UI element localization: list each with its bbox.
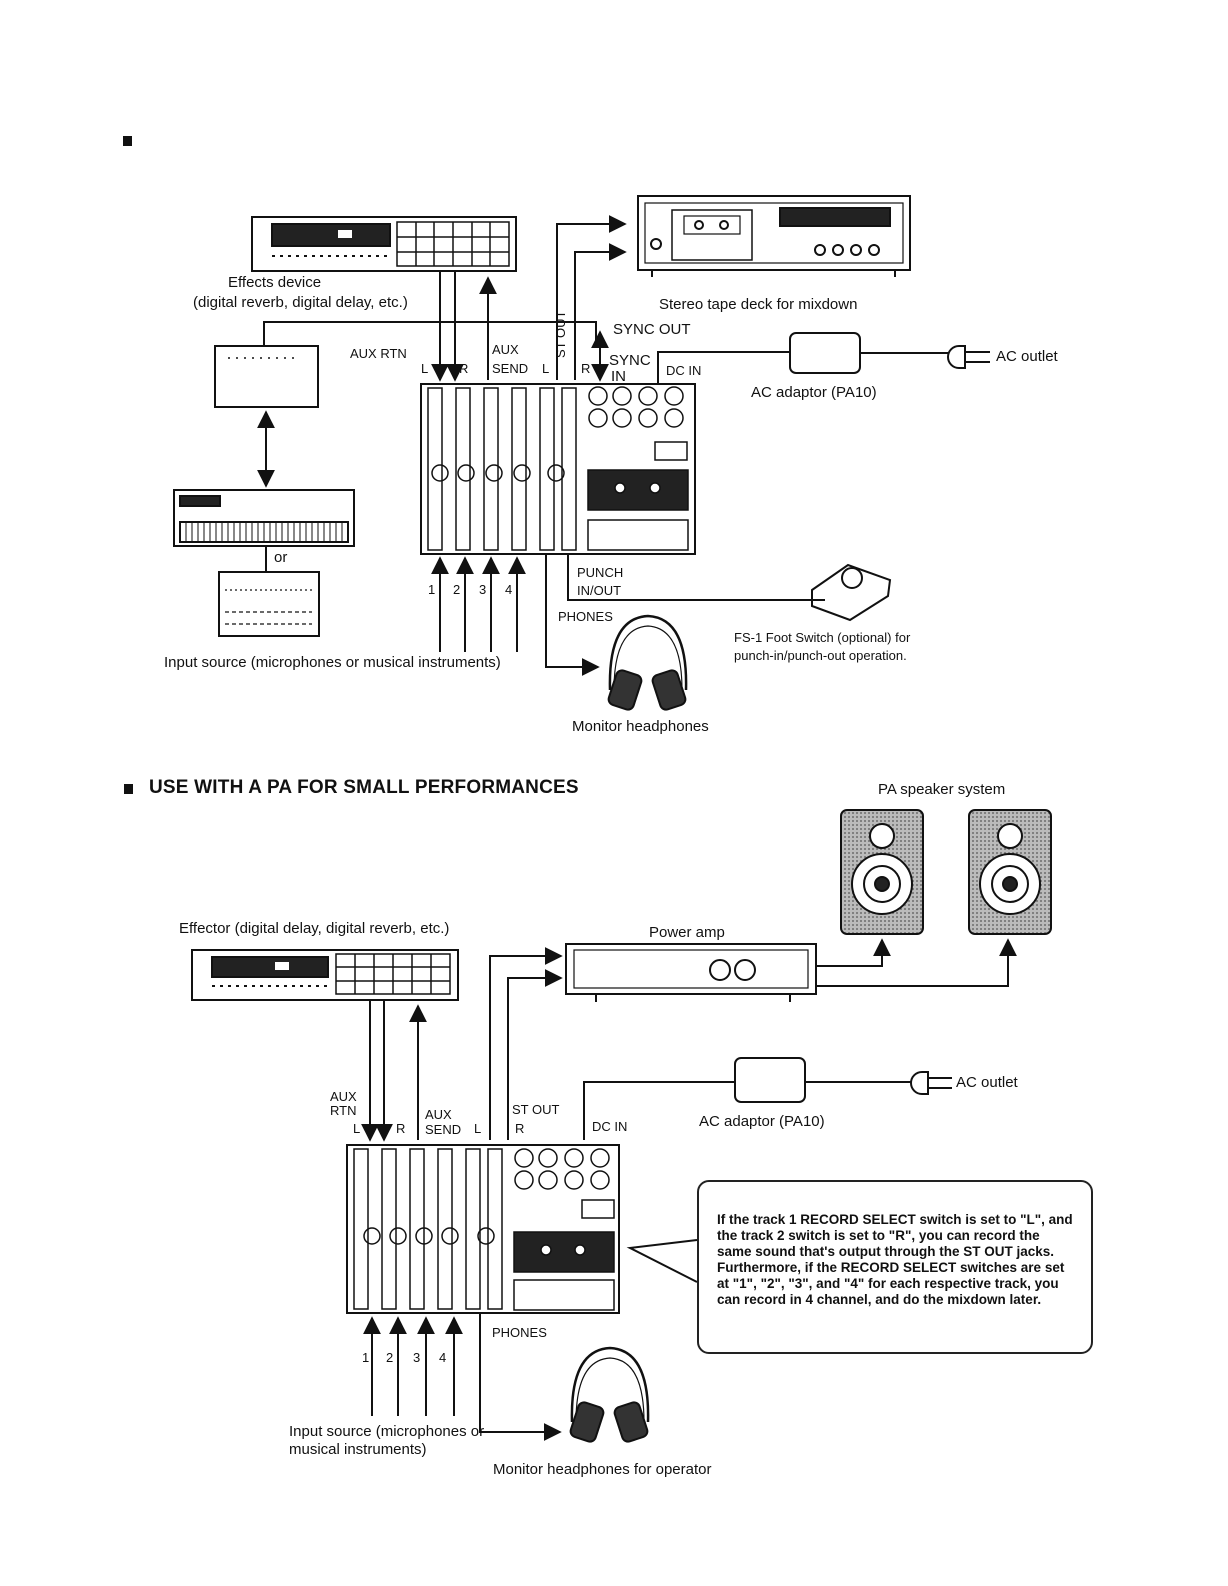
phones-label-2: PHONES bbox=[492, 1325, 547, 1340]
record-select-note-text: If the track 1 RECORD SELECT switch is s… bbox=[717, 1212, 1073, 1307]
r-label-1a: R bbox=[459, 361, 469, 376]
l-label-2b: L bbox=[474, 1121, 482, 1136]
tape-deck-label: Stereo tape deck for mixdown bbox=[659, 296, 858, 313]
or-label: or bbox=[274, 549, 288, 566]
sync-device-box bbox=[214, 345, 319, 408]
headphones-2 bbox=[569, 1346, 650, 1443]
dc-in-label-2: DC IN bbox=[592, 1119, 628, 1134]
dc-in-label: DC IN bbox=[666, 363, 702, 378]
aux-send-label-2b: SEND bbox=[425, 1122, 462, 1137]
aux-rtn-label-2b: RTN bbox=[330, 1103, 357, 1118]
punch-inout-label: IN/OUT bbox=[577, 583, 622, 598]
mtx-mixer-2 bbox=[346, 1144, 620, 1314]
ch1-label-2: 1 bbox=[362, 1350, 370, 1365]
ch4-label: 4 bbox=[505, 582, 513, 597]
input-source-label-2b: musical instruments) bbox=[289, 1441, 427, 1458]
input-source-label-2a: Input source (microphones or bbox=[289, 1423, 485, 1440]
ac-outlet-label-2: AC outlet bbox=[956, 1074, 1018, 1091]
r-label-2b: R bbox=[515, 1121, 525, 1136]
r-label-2a: R bbox=[396, 1121, 406, 1136]
monitor-headphones-label: Monitor headphones bbox=[572, 718, 709, 735]
sync-in-label: SYNC bbox=[609, 352, 651, 369]
ch3-label-2: 3 bbox=[413, 1350, 421, 1365]
pa-speaker-left bbox=[840, 809, 924, 935]
punch-label: PUNCH bbox=[577, 565, 624, 580]
ac-adaptor-label: AC adaptor (PA10) bbox=[751, 384, 877, 401]
l-label-1b: L bbox=[542, 361, 550, 376]
ch1-label: 1 bbox=[428, 582, 436, 597]
record-select-note: If the track 1 RECORD SELECT switch is s… bbox=[697, 1180, 1093, 1354]
monitor-headphones-operator-label: Monitor headphones for operator bbox=[493, 1461, 712, 1478]
ac-adaptor-1 bbox=[789, 332, 861, 374]
ac-plug-2 bbox=[910, 1071, 952, 1095]
pa-speaker-label: PA speaker system bbox=[878, 781, 1006, 798]
ch2-label-2: 2 bbox=[386, 1350, 394, 1365]
effects-device-detail: (digital reverb, digital delay, etc.) bbox=[193, 294, 408, 311]
st-out-label-2: ST OUT bbox=[512, 1102, 560, 1117]
aux-rtn-label-2a: AUX bbox=[330, 1089, 357, 1104]
power-amp-label: Power amp bbox=[649, 924, 725, 941]
aux-send-label-2a: AUX bbox=[425, 1107, 452, 1122]
ch2-label: 2 bbox=[453, 582, 461, 597]
section1-bullet bbox=[123, 136, 132, 146]
ac-plug-1 bbox=[947, 345, 990, 369]
l-label-2a: L bbox=[353, 1121, 361, 1136]
send-label: SEND bbox=[492, 361, 529, 376]
input-source-label: Input source (microphones or musical ins… bbox=[164, 654, 501, 671]
pa-speaker-right bbox=[968, 809, 1052, 935]
foot-switch bbox=[811, 563, 892, 622]
headphones-1 bbox=[607, 614, 688, 711]
phones-label: PHONES bbox=[558, 609, 613, 624]
effector-label: Effector (digital delay, digital reverb,… bbox=[179, 920, 450, 937]
sync-in-label-2: IN bbox=[611, 368, 626, 385]
ch4-label-2: 4 bbox=[439, 1350, 447, 1365]
power-amp bbox=[565, 943, 817, 1002]
foot-switch-detail: punch-in/punch-out operation. bbox=[734, 648, 907, 663]
sync-out-label: SYNC OUT bbox=[613, 321, 691, 338]
foot-switch-label: FS-1 Foot Switch (optional) for bbox=[734, 630, 911, 645]
aux-rtn-label: AUX RTN bbox=[350, 346, 407, 361]
keyboard-instrument bbox=[173, 489, 355, 547]
ac-outlet-label: AC outlet bbox=[996, 348, 1058, 365]
ac-adaptor-2 bbox=[734, 1057, 806, 1103]
ac-adaptor-label-2: AC adaptor (PA10) bbox=[699, 1113, 825, 1130]
mtx-mixer-1 bbox=[420, 383, 696, 555]
section2-heading: USE WITH A PA FOR SMALL PERFORMANCES bbox=[149, 777, 579, 798]
effects-device-label: Effects device bbox=[228, 274, 322, 291]
ch3-label: 3 bbox=[479, 582, 487, 597]
st-out-label: ST OUT bbox=[553, 310, 568, 358]
drum-machine bbox=[218, 571, 320, 637]
aux-label: AUX bbox=[492, 342, 519, 357]
effects-device-1 bbox=[251, 216, 517, 272]
section2-bullet bbox=[124, 784, 133, 794]
l-label-1a: L bbox=[421, 361, 429, 376]
effects-device-2 bbox=[191, 949, 459, 1001]
r-label-1b: R bbox=[581, 361, 591, 376]
stereo-tape-deck bbox=[637, 195, 911, 277]
